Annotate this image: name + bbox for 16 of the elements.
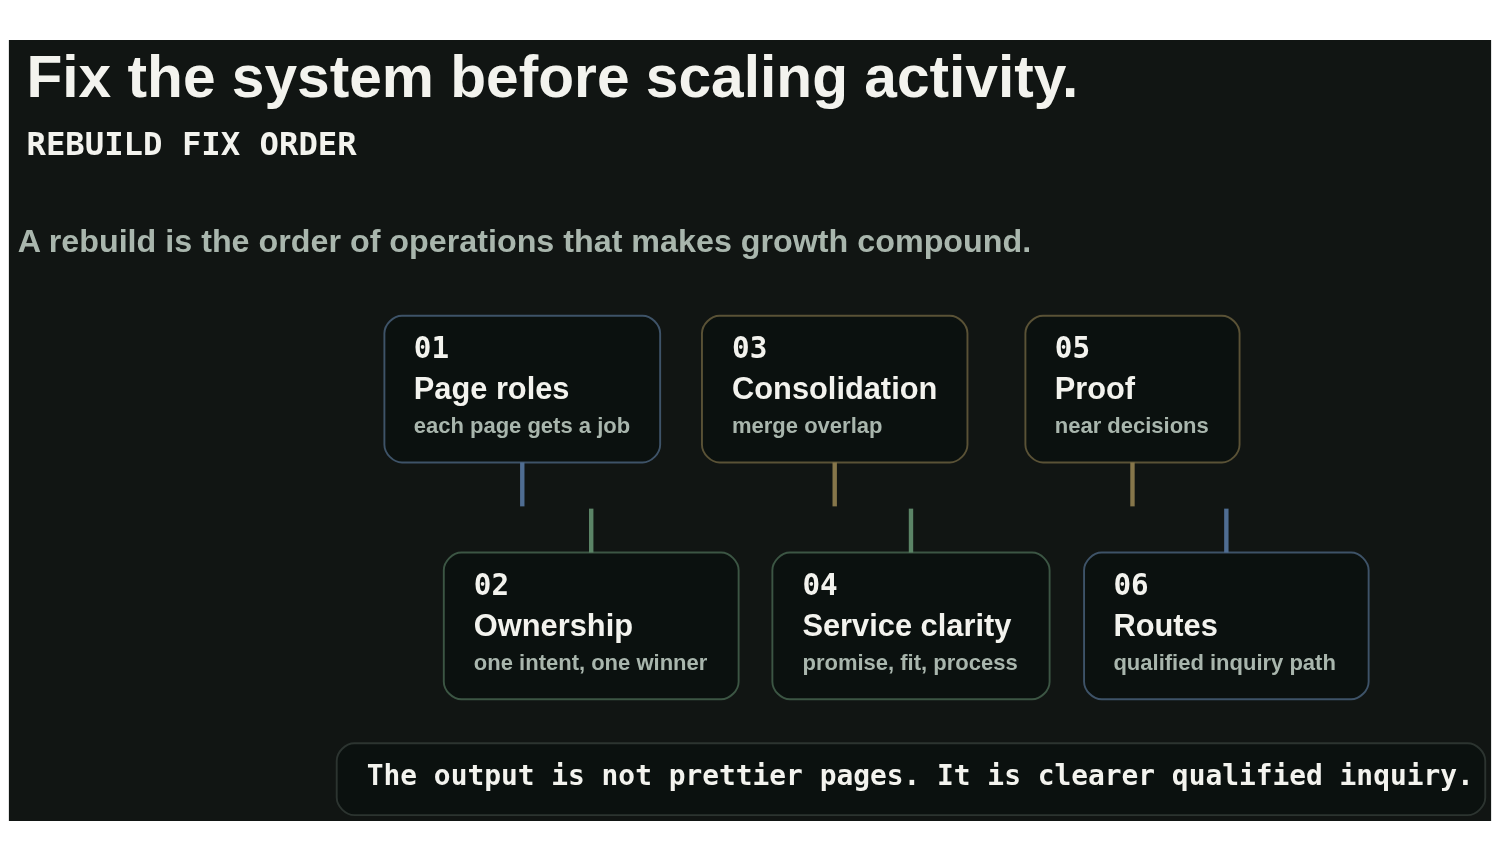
- diagram-title: Fix the system before scaling activity.: [26, 43, 1079, 109]
- connector: [589, 508, 594, 553]
- connector: [832, 461, 837, 506]
- node-box: 06 Routes qualified inquiry path: [1083, 551, 1370, 700]
- node-box: 04 Service clarity promise, fit, process: [771, 551, 1051, 700]
- node-box: 02 Ownership one intent, one winner: [442, 551, 740, 700]
- connector: [520, 461, 525, 506]
- connector: [908, 508, 914, 553]
- label: REBUILD FIX ORDER: [26, 124, 357, 163]
- connector: [1224, 508, 1229, 553]
- label: A rebuild is the order of operations that makes growth compound.: [17, 222, 1032, 259]
- node-box: 03 Consolidation merge overlap: [701, 314, 969, 463]
- node-box: 05 Proof near decisions: [1024, 314, 1241, 463]
- connector: [1130, 461, 1135, 506]
- node-box: The output is not prettier pages. It is clearer qualified inquiry.: [335, 741, 1487, 816]
- node-box: 01 Page roles each page gets a job: [383, 314, 662, 463]
